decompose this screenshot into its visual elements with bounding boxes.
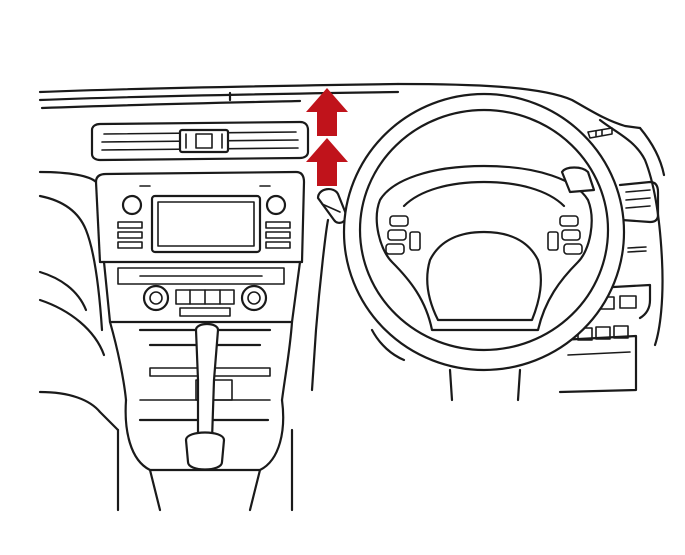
center-console: [94, 170, 306, 402]
steering-column-lever: [310, 188, 348, 392]
steering-right-controls: [547, 215, 583, 255]
head-unit-right-buttons: [265, 221, 291, 249]
dashboard-top-edge: [38, 82, 642, 130]
dashboard-left-side: [38, 170, 120, 432]
double-up-arrow-icon: [306, 88, 348, 186]
dashboard-right-side: [558, 118, 666, 394]
gear-shift-lever: [116, 322, 294, 512]
steering-left-controls: [385, 215, 421, 255]
steering-wheel: [342, 92, 626, 402]
center-air-vent: [90, 120, 310, 162]
right-control-stalk: [560, 166, 596, 194]
head-unit-left-buttons: [117, 221, 143, 249]
